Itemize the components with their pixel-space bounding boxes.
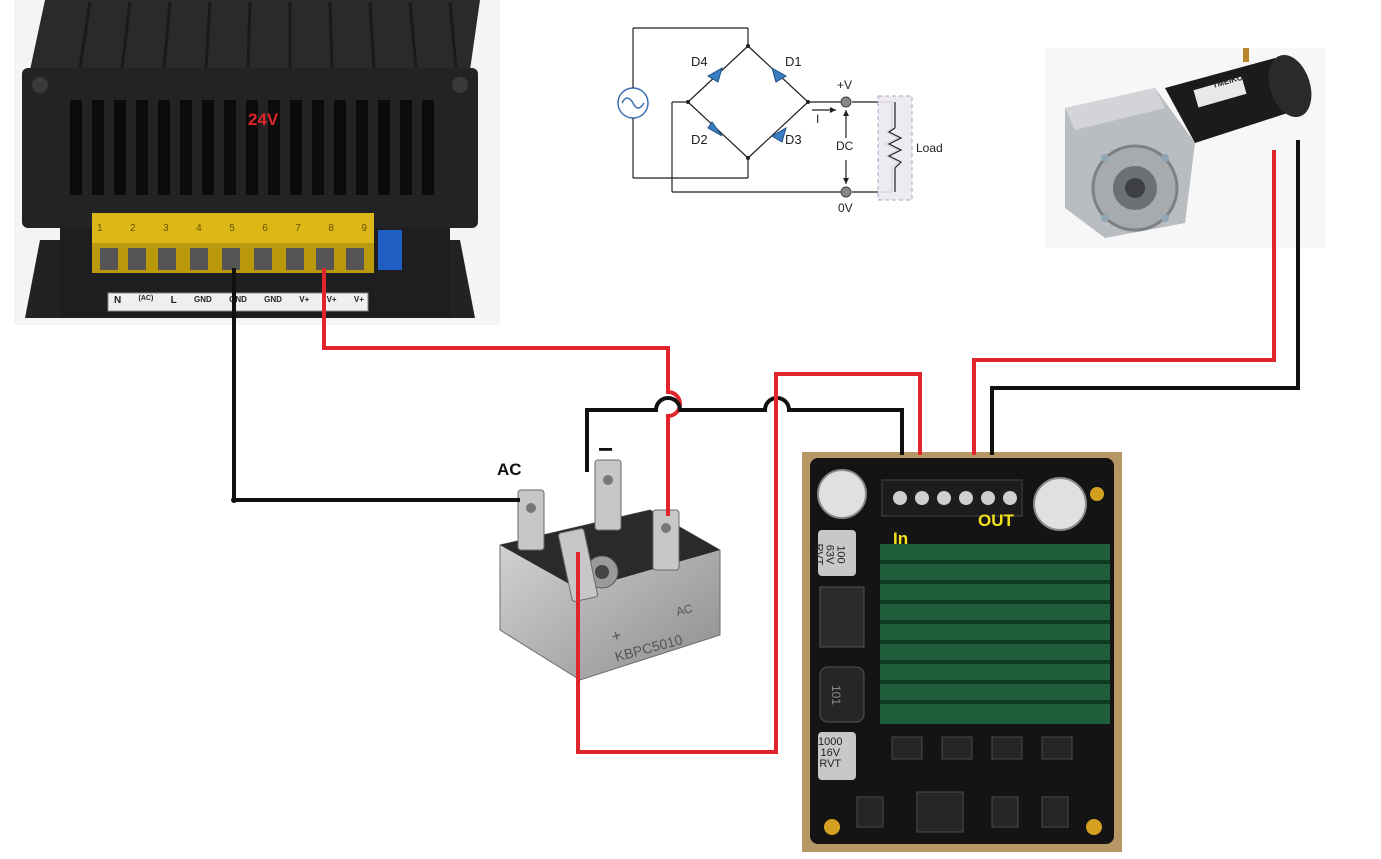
bridge-ac-label: AC — [497, 460, 522, 479]
terminal-number: 5 — [229, 223, 235, 234]
cap-brand: RVT — [819, 758, 842, 770]
motor-driver-board — [802, 452, 1122, 852]
terminal-number: 7 — [295, 223, 301, 234]
cap-voltage: 16V — [820, 747, 841, 759]
psu-terminal-numbers: 1 2 3 4 5 6 7 8 9 — [97, 223, 367, 234]
capacitor-1000-16v-label: 1000 16V RVT — [818, 737, 842, 770]
psu-voltage-label: 24V — [248, 110, 279, 129]
driver-in-label: In — [893, 529, 909, 548]
driver-out-label: OUT — [978, 511, 1014, 530]
diode-d4-label: D4 — [691, 54, 708, 69]
wire-bridge-neg-to-driver-in — [585, 396, 904, 472]
terminal-number: 6 — [262, 223, 268, 234]
legend-vplus: V+ — [299, 295, 310, 304]
vent-slots — [70, 100, 434, 195]
dc-label: DC — [836, 139, 854, 153]
zero-v-label: 0V — [838, 201, 853, 215]
terminal-number: 2 — [130, 223, 136, 234]
diode-d2-label: D2 — [691, 132, 708, 147]
terminal-number: 9 — [361, 223, 367, 234]
terminal-number: 8 — [328, 223, 334, 234]
legend-l: L — [170, 295, 177, 306]
positive-v-label: +V — [837, 78, 853, 92]
psu-terminal-legend: N (AC) L GND GND GND V+ V+ V+ — [114, 295, 364, 306]
wire-driver-out-to-motor-black — [990, 140, 1300, 455]
current-label: I — [816, 112, 820, 126]
gear-motor — [1045, 48, 1325, 248]
wire-psu-vplus-to-bridge-ac — [322, 268, 682, 516]
diode-d3-label: D3 — [785, 132, 802, 147]
terminal-number: 4 — [196, 223, 202, 234]
bridge-rectifier-schematic — [617, 27, 913, 201]
wire-driver-out-to-motor-red — [972, 150, 1276, 455]
legend-gnd: GND — [264, 295, 282, 304]
legend-n: N — [114, 295, 122, 306]
bridge-rectifier-component — [499, 459, 721, 681]
legend-ac: (AC) — [138, 295, 154, 302]
legend-gnd: GND — [194, 295, 212, 304]
power-supply — [14, 0, 500, 325]
terminal-number: 1 — [97, 223, 103, 234]
cap-value: 1000 — [818, 736, 843, 748]
legend-vplus: V+ — [353, 295, 364, 304]
terminal-number: 3 — [163, 223, 169, 234]
bridge-negative-symbol: − — [598, 434, 614, 464]
wire-psu-gnd-to-bridge-ac — [232, 268, 520, 502]
legend-vplus: V+ — [326, 295, 337, 304]
legend-gnd: GND — [229, 295, 247, 304]
wire-bridge-pos-to-driver-in — [576, 372, 922, 754]
diode-d1-label: D1 — [785, 54, 802, 69]
load-label: Load — [916, 141, 943, 155]
